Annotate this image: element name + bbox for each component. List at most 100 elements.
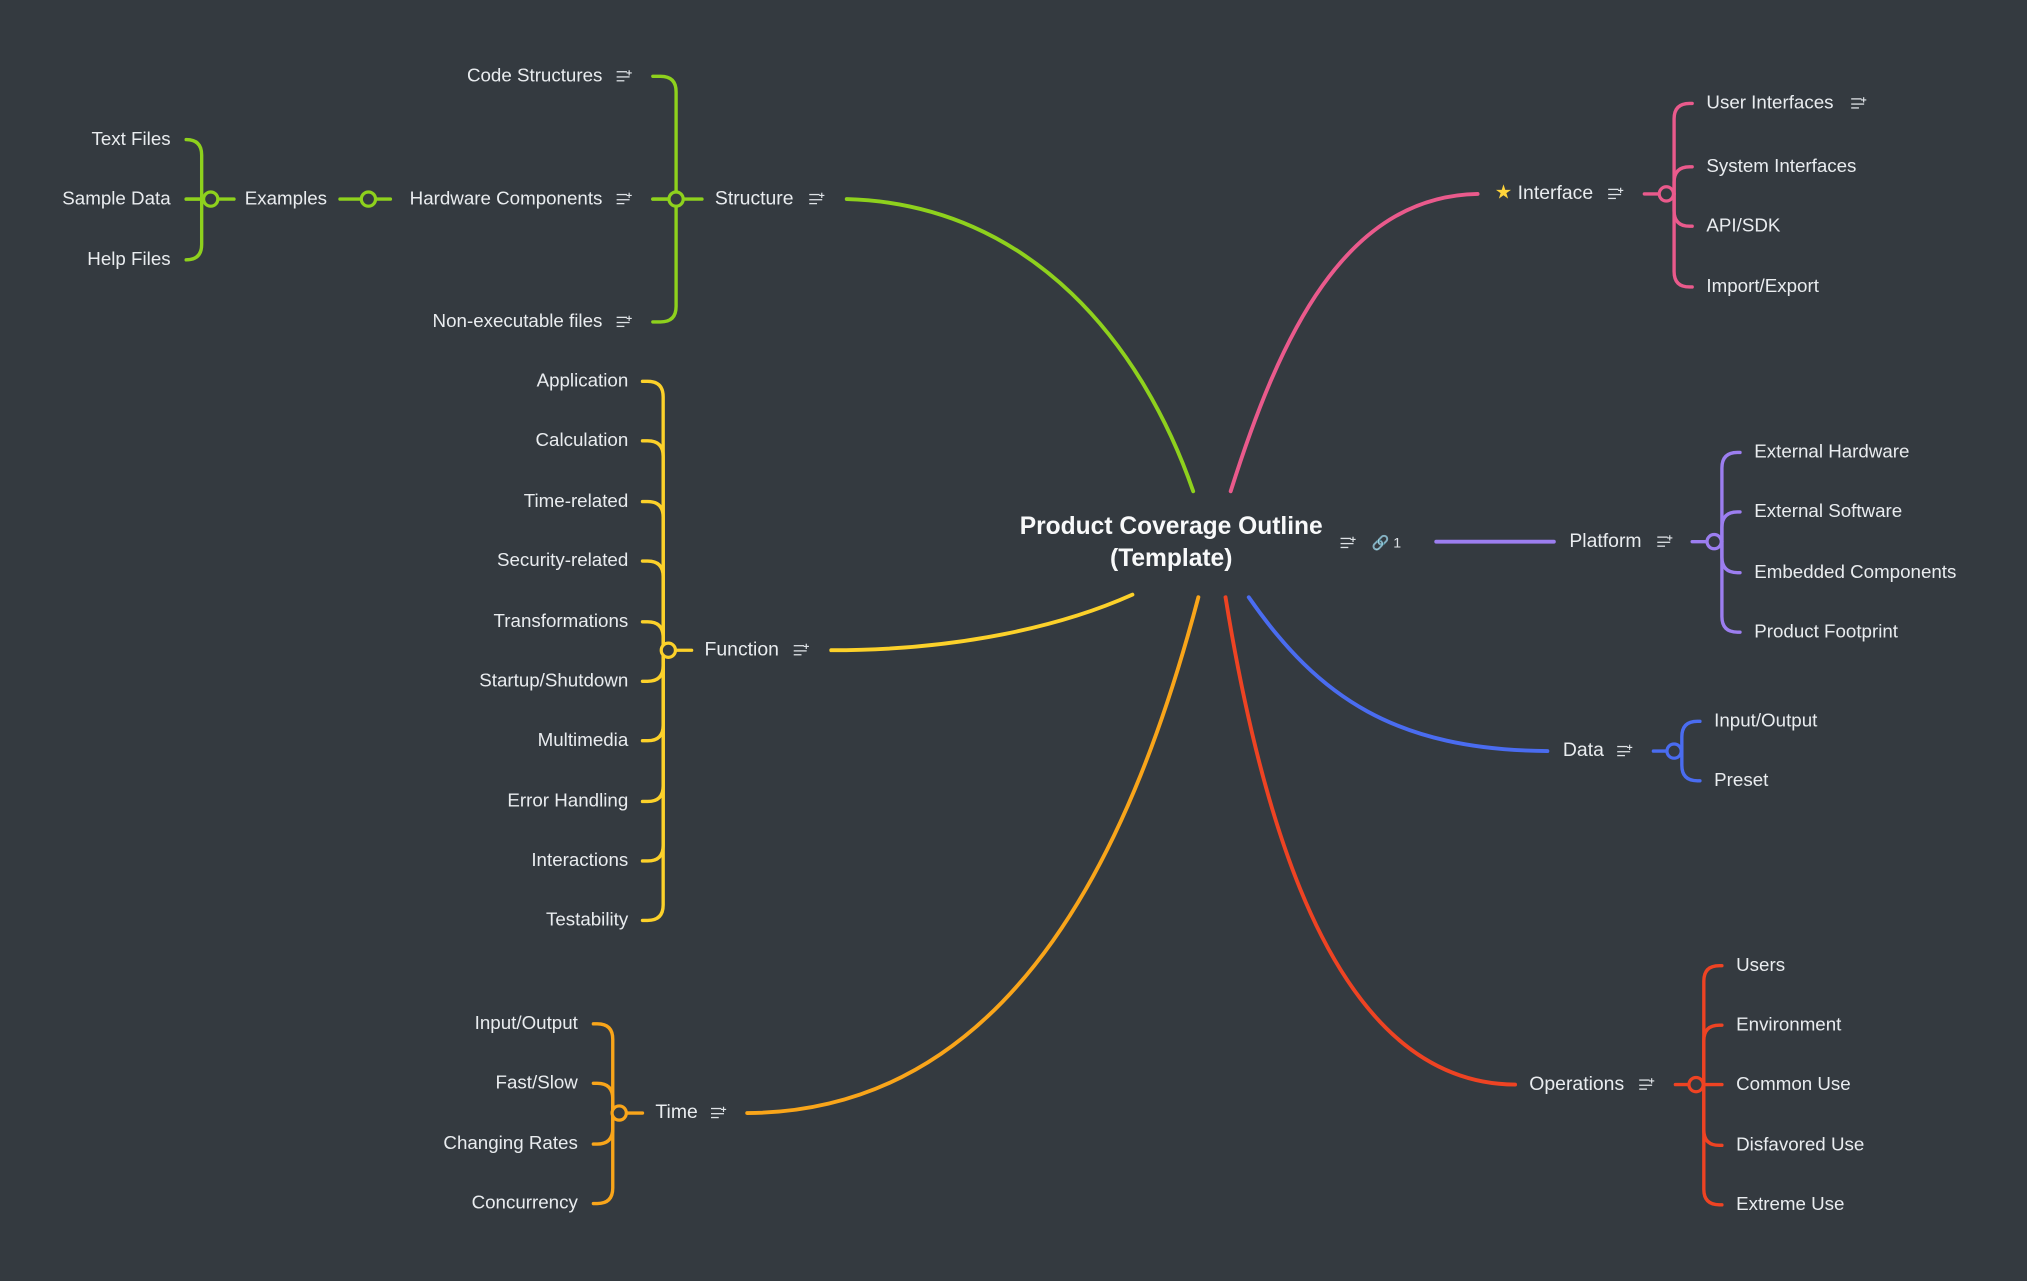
link-icon: 🔗 [1371, 535, 1390, 552]
topic-data[interactable]: Data [1562, 739, 1604, 762]
function-connector-9 [640, 648, 665, 923]
interface-branch-line [1228, 191, 1480, 494]
interface-connector-1 [1672, 165, 1694, 196]
subtopic-external-hardware[interactable]: External Hardware [1754, 442, 1910, 463]
subtopic-testability[interactable]: Testability [545, 910, 629, 931]
subtopic-external-software[interactable]: External Software [1754, 501, 1903, 523]
subtopic-help-files[interactable]: Help Files [87, 249, 171, 271]
data-connector-1 [1680, 749, 1702, 783]
subtopic-transformations[interactable]: Transformations [493, 611, 629, 633]
topic-time[interactable]: Time [655, 1101, 698, 1124]
interface-note-icon[interactable]: + [1608, 186, 1624, 200]
subtopic-non-executable-files[interactable]: Non-executable files [432, 311, 603, 333]
time-collapse-toggle[interactable] [610, 1104, 628, 1122]
operations-collapse-toggle[interactable] [1687, 1075, 1705, 1094]
subtopic-users[interactable]: Users [1736, 955, 1786, 977]
examples-connector-2 [184, 197, 204, 262]
hardware-components-note-icon[interactable]: + [616, 191, 632, 206]
subtopic-time-related[interactable]: Time-related [523, 491, 629, 512]
topic-platform[interactable]: Platform [1569, 530, 1642, 552]
subtopic-hardware-components[interactable]: Hardware Components [409, 188, 603, 210]
subtopic-calculation[interactable]: Calculation [535, 430, 629, 452]
operations-branch-line [1223, 595, 1518, 1087]
root-note-icon[interactable]: + [1340, 535, 1356, 549]
subtopic-user-interfaces[interactable]: User Interfaces [1706, 93, 1834, 114]
subtopic-interactions[interactable]: Interactions [531, 850, 629, 872]
topic-interface[interactable]: Interface [1517, 182, 1594, 205]
time-note-icon[interactable]: + [711, 1105, 727, 1120]
topic-function[interactable]: Function [704, 638, 779, 661]
platform-note-icon[interactable]: + [1657, 533, 1673, 548]
function-connector-0 [640, 379, 665, 652]
subtopic-import-export[interactable]: Import/Export [1706, 276, 1819, 298]
time-branch-line [745, 595, 1201, 1115]
structure-note-icon[interactable]: + [809, 191, 825, 206]
function-note-icon[interactable]: + [793, 642, 809, 657]
function-connector-3 [640, 559, 665, 652]
examples-connector-0 [184, 137, 204, 201]
subtopic-concurrency[interactable]: Concurrency [471, 1193, 578, 1214]
non-executable-files-note-icon[interactable]: + [616, 313, 632, 328]
operations-connector-0 [1702, 963, 1724, 1087]
function-connector-6 [640, 648, 665, 743]
subtopic-application[interactable]: Application [536, 371, 629, 392]
topic-operations[interactable]: Operations [1529, 1072, 1625, 1095]
platform-connector-0 [1720, 450, 1742, 544]
subtopic-api-sdk[interactable]: API/SDK [1706, 215, 1781, 237]
data-collapse-toggle[interactable] [1665, 742, 1683, 760]
subtopic-text-files[interactable]: Text Files [91, 129, 171, 150]
code-structures-note-icon[interactable]: + [616, 68, 632, 83]
hardware-collapse-toggle[interactable] [359, 190, 378, 208]
subtopic-embedded-components[interactable]: Embedded Components [1754, 562, 1957, 584]
structure-collapse-toggle[interactable] [667, 190, 685, 208]
platform-connector-1 [1720, 510, 1742, 544]
subtopic-error-handling[interactable]: Error Handling [507, 791, 629, 812]
subtopic-multimedia[interactable]: Multimedia [537, 730, 629, 752]
time-connector-1 [591, 1081, 615, 1115]
subtopic-extreme-use[interactable]: Extreme Use [1736, 1194, 1845, 1216]
interface-connector-0 [1672, 101, 1694, 196]
subtopic-sample-data[interactable]: Sample Data [62, 188, 171, 210]
data-note-icon[interactable]: + [1617, 743, 1633, 758]
function-branch-line [829, 592, 1135, 653]
subtopic-system-interfaces[interactable]: System Interfaces [1706, 156, 1857, 178]
subtopic-disfavored-use[interactable]: Disfavored Use [1736, 1135, 1865, 1156]
subtopic-time-input-output[interactable]: Input/Output [474, 1013, 578, 1035]
subtopic-fast-slow[interactable]: Fast/Slow [495, 1072, 578, 1094]
star-icon: ★ [1494, 181, 1513, 204]
root-topic[interactable]: Product Coverage Outline (Template) [1019, 513, 1323, 573]
function-connector-1 [640, 439, 665, 652]
subtopic-data-input-output[interactable]: Input/Output [1714, 711, 1818, 732]
subtopic-common-use[interactable]: Common Use [1736, 1074, 1851, 1095]
subtopic-code-structures[interactable]: Code Structures [466, 65, 603, 87]
interface-collapse-toggle[interactable] [1657, 185, 1676, 203]
structure-branch-line [844, 197, 1196, 494]
subtopic-examples[interactable]: Examples [244, 188, 328, 210]
function-connector-4 [640, 620, 665, 652]
topic-structure[interactable]: Structure [714, 187, 794, 210]
function-connector-5 [640, 648, 665, 683]
platform-connector-3 [1720, 539, 1742, 634]
platform-collapse-toggle[interactable] [1705, 532, 1723, 551]
function-collapse-toggle[interactable] [659, 641, 678, 659]
function-connector-2 [640, 499, 665, 652]
interface-connector-3 [1672, 192, 1694, 289]
subtopic-product-footprint[interactable]: Product Footprint [1754, 621, 1899, 643]
data-branch-line [1246, 595, 1550, 754]
user-interfaces-note-icon[interactable]: + [1851, 95, 1867, 110]
root-link-icon[interactable]: 🔗 1 [1372, 535, 1402, 552]
subtopic-preset[interactable]: Preset [1714, 770, 1769, 792]
interface-connector-2 [1672, 192, 1694, 228]
time-connector-3 [591, 1111, 615, 1206]
operations-connector-4 [1702, 1082, 1724, 1207]
operations-connector-1 [1702, 1023, 1724, 1087]
subtopic-security-related[interactable]: Security-related [496, 550, 629, 572]
examples-collapse-toggle[interactable] [201, 190, 220, 208]
subtopic-changing-rates[interactable]: Changing Rates [443, 1133, 578, 1155]
subtopic-environment[interactable]: Environment [1736, 1014, 1842, 1036]
operations-note-icon[interactable]: + [1639, 1076, 1655, 1091]
subtopic-startup-shutdown[interactable]: Startup/Shutdown [479, 670, 629, 692]
structure-connector-2 [651, 197, 678, 324]
